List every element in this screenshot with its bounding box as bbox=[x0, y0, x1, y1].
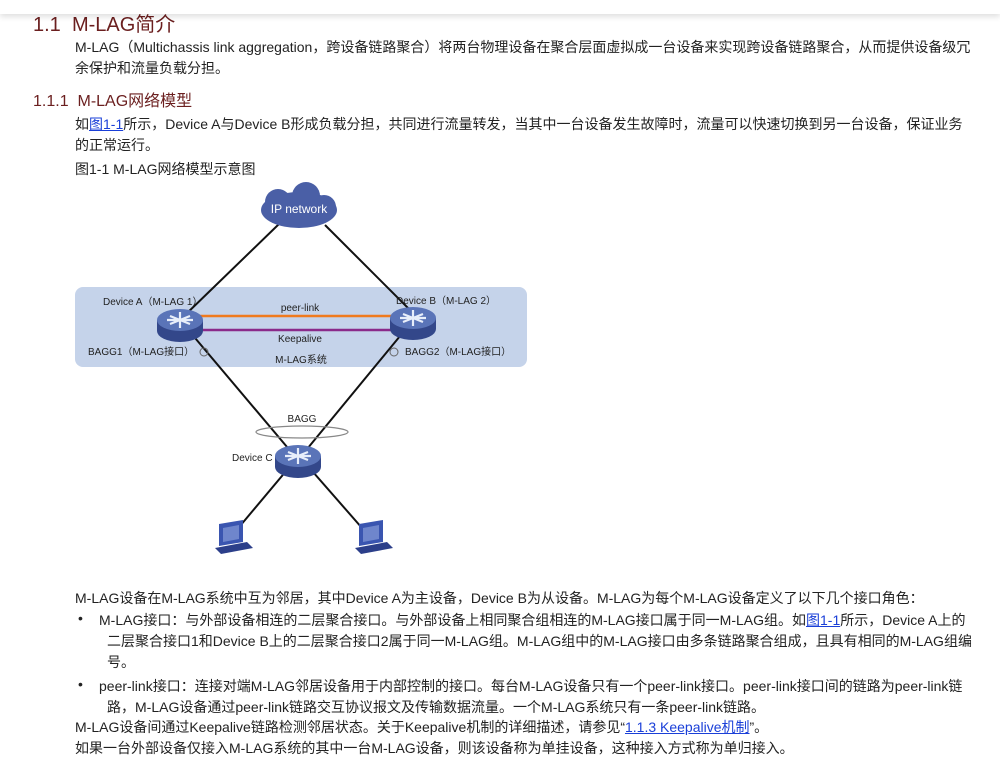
svg-text:M-LAG系统: M-LAG系统 bbox=[275, 353, 327, 366]
bagg-ring bbox=[255, 425, 349, 439]
bullet-dot: • bbox=[78, 610, 83, 626]
device-b-switch-icon bbox=[388, 305, 438, 342]
para-keepalive: M-LAG设备间通过Keepalive链路检测邻居状态。关于Keepalive机… bbox=[75, 719, 769, 735]
device-c-switch-icon bbox=[273, 443, 323, 480]
svg-text:Device B（M-LAG 2）: Device B（M-LAG 2） bbox=[396, 295, 496, 307]
section-heading: 1.1 M-LAG简介 bbox=[33, 14, 176, 36]
subsection-heading: 1.1.1 M-LAG网络模型 bbox=[33, 93, 193, 110]
bullet-dot: • bbox=[78, 676, 83, 692]
para-roles: M-LAG设备在M-LAG系统中互为邻居，其中Device A为主设备，Devi… bbox=[75, 590, 924, 606]
svg-text:BAGG1（M-LAG接口）: BAGG1（M-LAG接口） bbox=[88, 345, 194, 358]
pc-icon bbox=[215, 520, 253, 554]
intro-paragraph: M-LAG（Multichassis link aggregation，跨设备链… bbox=[75, 39, 971, 76]
pc-icon bbox=[355, 520, 393, 554]
mlag-system-box bbox=[75, 287, 527, 367]
svg-text:Keepalive: Keepalive bbox=[278, 334, 322, 345]
bullet-peer-link: peer-link接口：连接对端M-LAG邻居设备用于内部控制的接口。每台M-L… bbox=[99, 678, 963, 715]
top-bar bbox=[0, 0, 1000, 14]
svg-text:Device C: Device C bbox=[232, 453, 273, 464]
figure-link[interactable]: 图1-1 bbox=[806, 612, 841, 628]
mlag-network-diagram: IP network Device A（M-LAG 1） Device B（M-… bbox=[75, 182, 527, 554]
svg-text:BAGG2（M-LAG接口）: BAGG2（M-LAG接口） bbox=[405, 345, 511, 358]
svg-text:BAGG: BAGG bbox=[288, 414, 317, 425]
cloud-label: IP network bbox=[271, 202, 328, 216]
svg-text:Device A（M-LAG 1）: Device A（M-LAG 1） bbox=[103, 296, 202, 308]
ip-network-cloud-icon bbox=[261, 182, 337, 228]
figure-caption: 图1-1 M-LAG网络模型示意图 bbox=[75, 161, 256, 177]
para-single-homed: 如果一台外部设备仅接入M-LAG系统的其中一台M-LAG设备，则该设备称为单挂设… bbox=[75, 740, 794, 756]
keepalive-link[interactable]: 1.1.3 Keepalive机制 bbox=[624, 719, 750, 735]
device-a-switch-icon bbox=[155, 307, 205, 344]
bullet-mlag-interface: M-LAG接口：与外部设备相连的二层聚合接口。与外部设备上相同聚合组相连的M-L… bbox=[99, 612, 972, 670]
para-load-sharing: 如图1-1所示，Device A与Device B形成负载分担，共同进行流量转发… bbox=[75, 116, 963, 153]
svg-text:peer-link: peer-link bbox=[281, 303, 320, 314]
figure-link[interactable]: 图1-1 bbox=[89, 116, 124, 132]
